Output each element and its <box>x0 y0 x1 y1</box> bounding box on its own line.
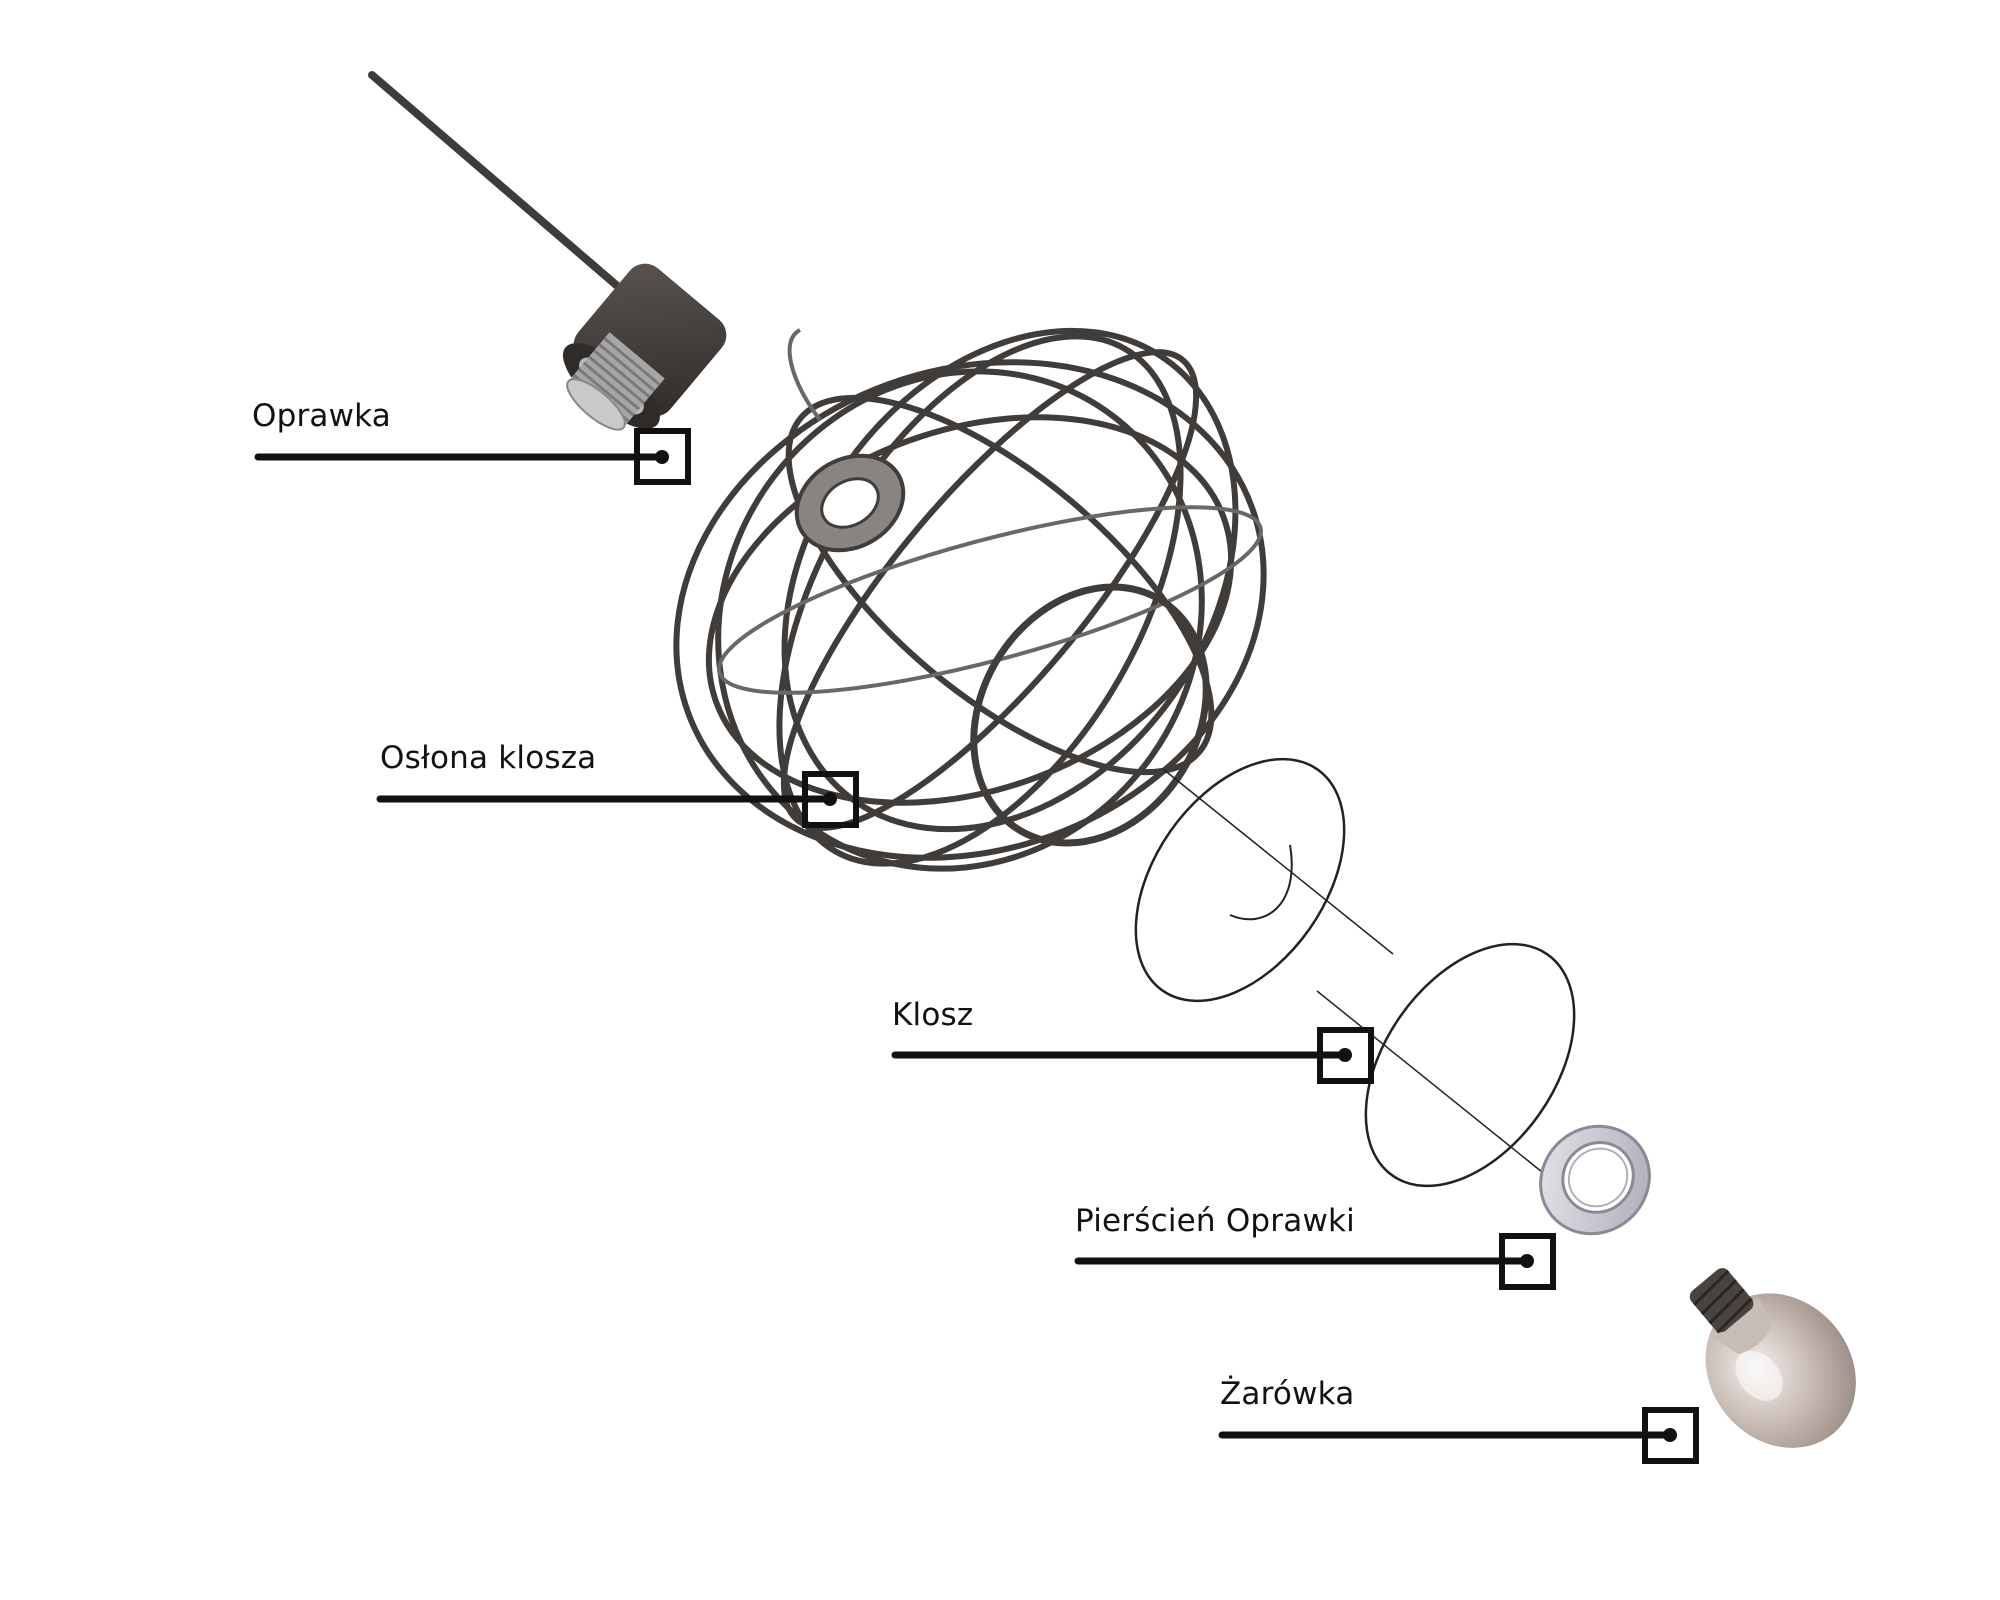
label-zarowka: Żarówka <box>1220 1376 1354 1412</box>
label-klosz: Klosz <box>892 997 973 1033</box>
lamp-holder-part <box>542 255 735 452</box>
glass-shade-part <box>1093 721 1617 1225</box>
callout-pierscien <box>1078 1236 1553 1287</box>
label-pierscien-oprawki: Pierścień Oprawki <box>1075 1203 1355 1239</box>
wire-cage-part <box>606 244 1334 1080</box>
callout-klosz <box>895 1030 1371 1081</box>
callout-oprawka <box>258 431 688 482</box>
light-bulb-part <box>1651 1235 1887 1478</box>
callout-zarowka <box>1222 1410 1696 1461</box>
cable <box>372 75 622 290</box>
label-oslona-klosza: Osłona klosza <box>380 740 596 776</box>
label-oprawka: Oprawka <box>252 398 391 434</box>
